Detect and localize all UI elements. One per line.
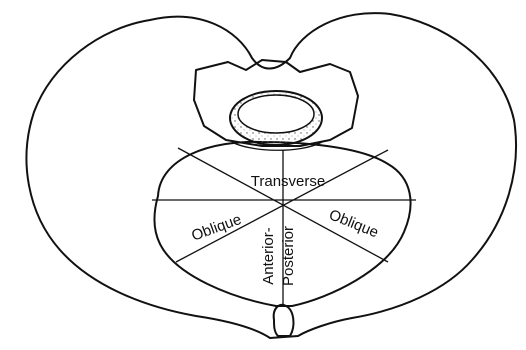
oblique-left-label: Oblique: [189, 211, 243, 245]
vertebral-disc: [238, 95, 314, 133]
transverse-label: Transverse: [251, 173, 325, 190]
anteroposterior-label-line1: Anterior-: [260, 227, 277, 285]
pubic-symphysis: [274, 305, 294, 336]
anteroposterior-label-line2: Posterior: [280, 226, 297, 286]
oblique-right-label: Oblique: [327, 206, 381, 241]
